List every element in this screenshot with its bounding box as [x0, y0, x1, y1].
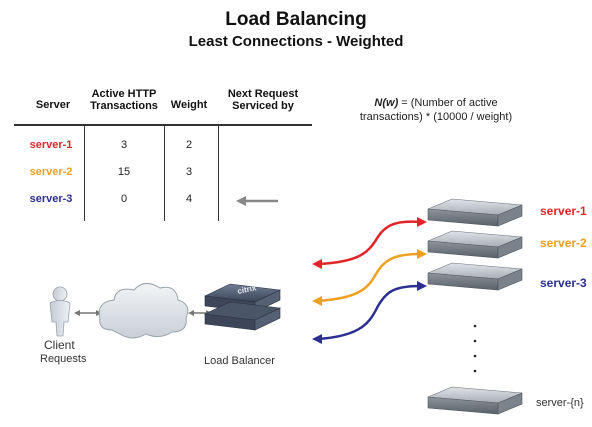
client-cloud-arrow [74, 310, 102, 316]
row-1-weight: 2 [185, 139, 193, 151]
server-1-device [427, 198, 523, 227]
row-3-active: 0 [120, 193, 128, 205]
server-n-device [427, 386, 523, 415]
diagram-title: Load Balancing [225, 9, 367, 30]
header-server: Server [35, 99, 71, 111]
row-3-server: server-3 [29, 193, 73, 205]
formula-rhs-line2: transactions) * (10000 / weight) [359, 111, 513, 123]
next-request-arrow [236, 196, 278, 206]
network-cloud-icon [98, 283, 189, 339]
formula-lhs: N(w) [374, 97, 399, 109]
connection-arrow-red [312, 217, 427, 269]
header-next-line1: Next Request [227, 88, 299, 100]
server-2-label: server-2 [540, 236, 587, 250]
table-col-rule-1 [84, 124, 85, 221]
weighted-formula: N(w) = (Number of active transactions) *… [336, 96, 536, 124]
server-3-label: server-3 [540, 276, 587, 290]
row-2-active: 15 [117, 166, 131, 178]
server-2-device [427, 230, 523, 259]
connection-arrow-blue [312, 281, 427, 344]
client-label-line2: Requests [40, 353, 87, 365]
load-balancer-device: citrix [203, 283, 282, 331]
row-3-weight: 4 [185, 193, 193, 205]
row-2-weight: 3 [185, 166, 193, 178]
formula-rhs-line1: = (Number of active [398, 97, 498, 109]
header-active-line2: Transactions [90, 100, 158, 112]
header-weight: Weight [170, 99, 208, 111]
table-col-rule-3 [218, 124, 219, 221]
row-2-server: server-2 [29, 166, 73, 178]
header-active-line1: Active HTTP [91, 88, 157, 100]
server-3-device [427, 262, 523, 291]
load-balancer-brand: citrix [237, 283, 258, 296]
server-n-label: server-{n} [536, 397, 584, 409]
load-balancer-label: Load Balancer [204, 355, 275, 367]
server-ellipsis [473, 324, 477, 373]
client-person-icon [49, 286, 71, 337]
table-header-rule [14, 124, 312, 126]
client-label-line1: Client [44, 338, 75, 352]
connection-arrow-orange [312, 249, 427, 306]
header-active: Active HTTP Transactions [84, 88, 164, 112]
table-col-rule-2 [164, 124, 165, 221]
header-next: Next Request Serviced by [222, 88, 304, 112]
header-next-line2: Serviced by [232, 100, 294, 112]
row-1-server: server-1 [29, 139, 73, 151]
row-1-active: 3 [120, 139, 128, 151]
diagram-subtitle: Least Connections - Weighted [188, 33, 404, 50]
server-1-label: server-1 [540, 204, 587, 218]
